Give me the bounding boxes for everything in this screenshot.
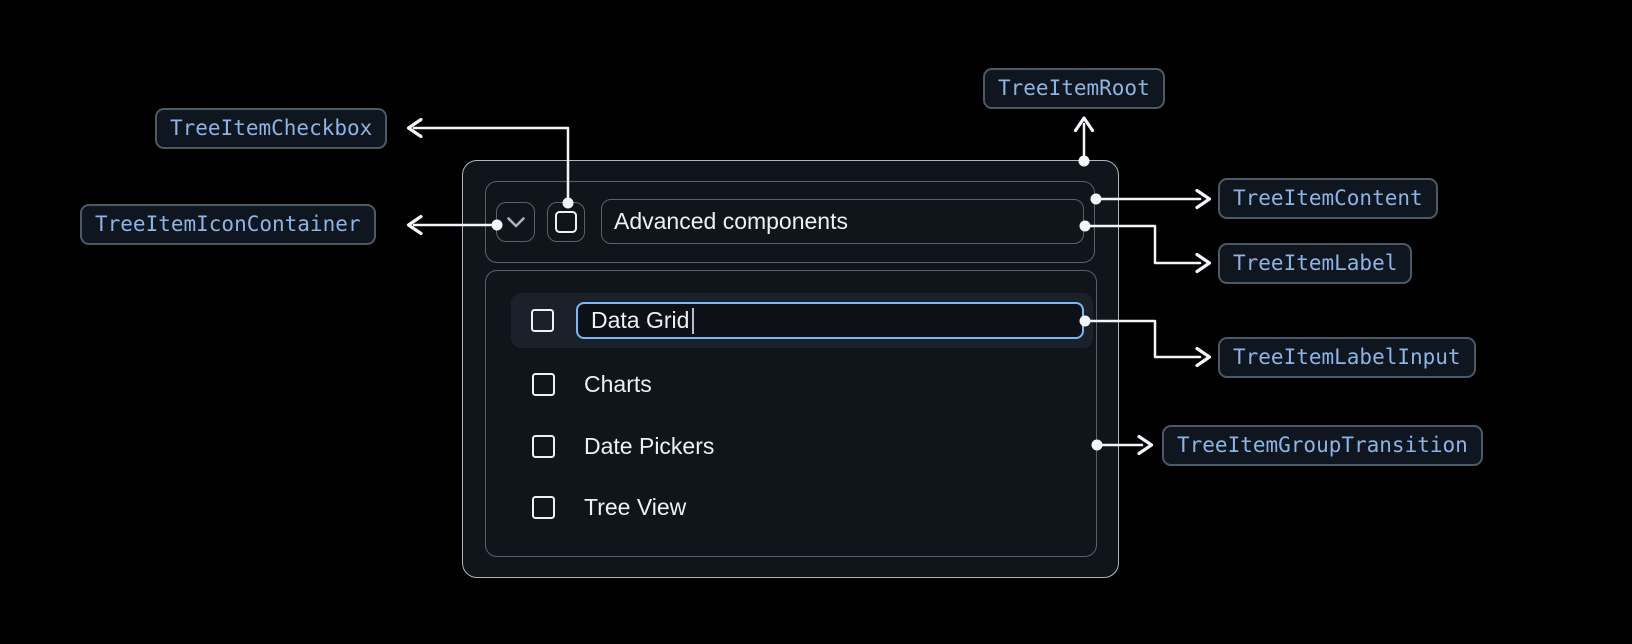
- checkbox-unchecked-icon[interactable]: [532, 495, 555, 519]
- tree-row-editing[interactable]: Data Grid: [511, 293, 1093, 348]
- annotation-tree-item-root: TreeItemRoot: [983, 68, 1165, 109]
- tree-row-label: Tree View: [584, 493, 687, 520]
- annotation-tree-item-content: TreeItemContent: [1218, 178, 1438, 219]
- annotation-tree-item-checkbox: TreeItemCheckbox: [155, 108, 388, 149]
- checkbox-unchecked-icon[interactable]: [531, 309, 554, 332]
- tree-item-icon-container[interactable]: [496, 202, 535, 242]
- text-caret: [692, 307, 695, 334]
- label-input-value: Data Grid: [591, 307, 690, 333]
- annotation-tree-item-group-transition: TreeItemGroupTransition: [1162, 425, 1483, 466]
- checkbox-unchecked-icon[interactable]: [532, 372, 555, 396]
- tree-item-label-input[interactable]: Data Grid: [576, 302, 1084, 339]
- tree-item-label-text: Advanced components: [614, 208, 848, 234]
- tree-item-root: Advanced components Data Grid Charts Dat…: [462, 160, 1119, 578]
- tree-row-label: Charts: [584, 370, 652, 397]
- tree-row[interactable]: Tree View: [511, 480, 1093, 534]
- tree-row[interactable]: Date Pickers: [511, 419, 1093, 473]
- checkbox-unchecked-icon[interactable]: [532, 434, 555, 458]
- tree-item-content[interactable]: Advanced components: [484, 180, 1095, 263]
- tree-item-label[interactable]: Advanced components: [601, 199, 1084, 244]
- tree-item-checkbox[interactable]: [547, 202, 585, 242]
- tree-row[interactable]: Charts: [511, 357, 1093, 411]
- tree-row-label: Date Pickers: [584, 432, 715, 459]
- annotation-tree-item-label-input: TreeItemLabelInput: [1218, 337, 1476, 378]
- checkbox-unchecked-icon: [555, 211, 577, 233]
- chevron-down-icon: [506, 216, 525, 227]
- annotation-tree-item-label: TreeItemLabel: [1218, 243, 1413, 284]
- tree-item-group-transition: Data Grid Charts Date Pickers Tree View: [484, 269, 1097, 557]
- annotation-tree-item-icon-container: TreeItemIconContainer: [80, 204, 376, 245]
